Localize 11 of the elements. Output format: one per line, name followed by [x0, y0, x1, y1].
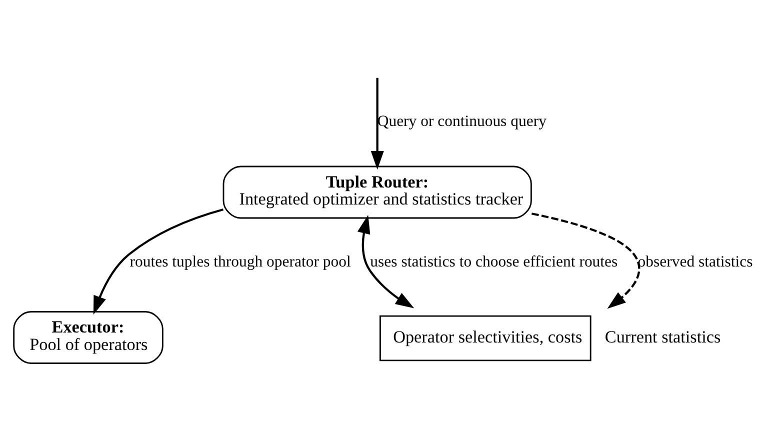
arrow: [370, 78, 384, 170]
node-box: Tuple Router: Integrated optimizer and statistics tracker: [222, 166, 532, 219]
node-box: Executor: Pool of operators: [13, 311, 164, 364]
edge-label: uses statistics to choose efficient routes: [370, 253, 618, 270]
arrow: [93, 208, 224, 315]
node-label: Current statistics: [604, 328, 721, 347]
edge-label: routes tuples through operator pool: [130, 253, 351, 270]
arrow: [357, 214, 414, 308]
node-box: Operator selectivities, costs: [380, 315, 592, 362]
arrow: [531, 212, 640, 309]
edge-label: observed statistics: [638, 253, 753, 270]
